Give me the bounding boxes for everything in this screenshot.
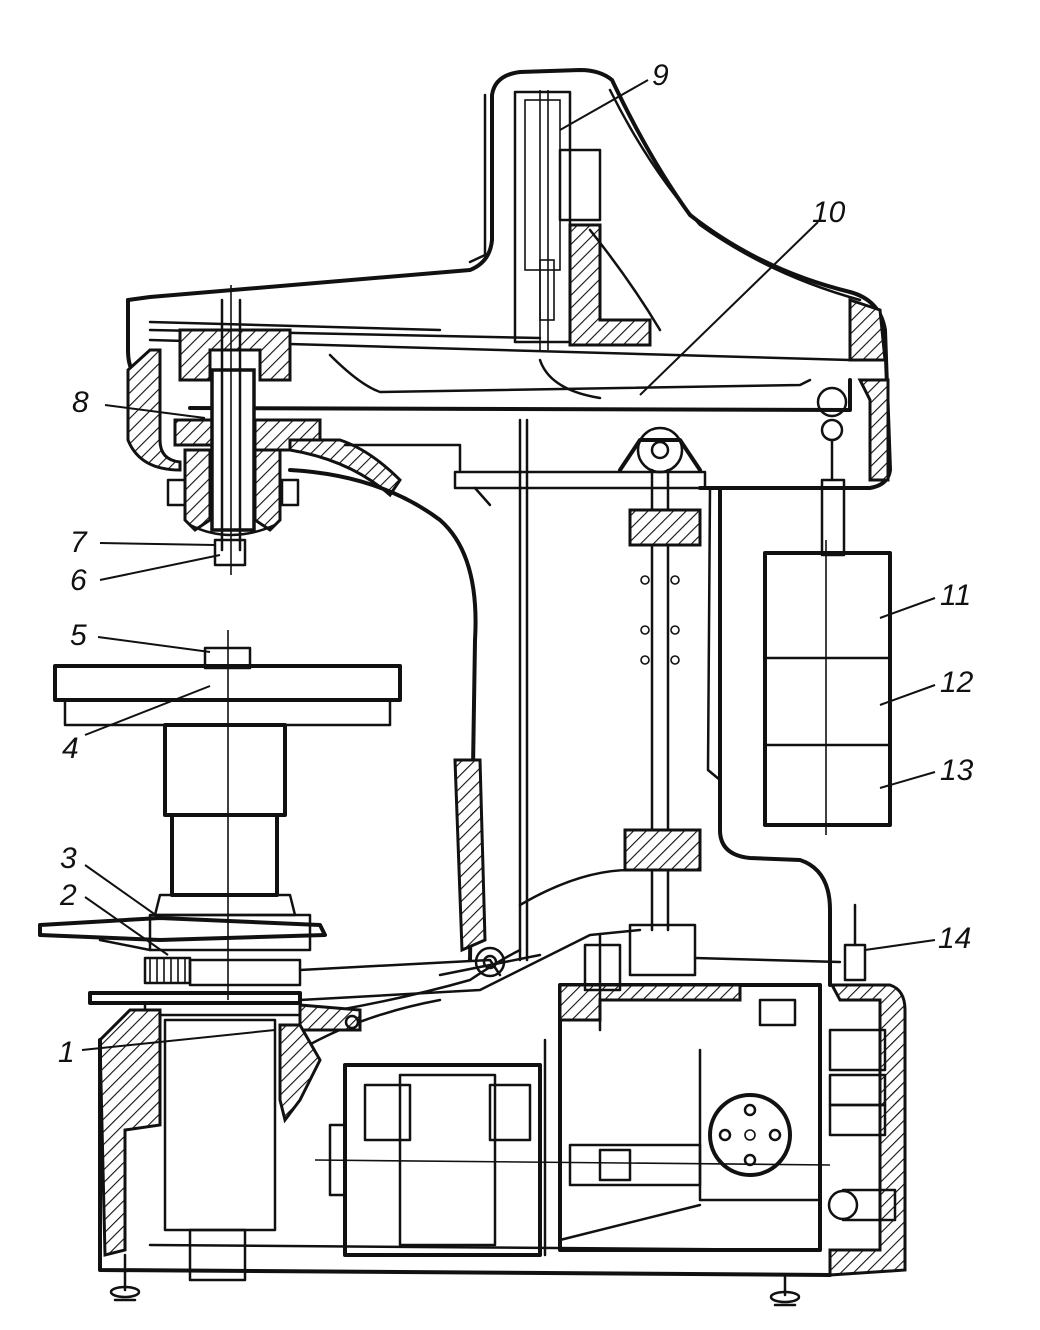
callout-1: 1 xyxy=(58,1036,75,1069)
lead-screw-assembly xyxy=(618,426,832,987)
callout-11: 11 xyxy=(940,579,971,612)
callout-10: 10 xyxy=(812,196,846,229)
drive-gear-belt xyxy=(88,868,642,1052)
spindle-head xyxy=(166,285,487,962)
callout-6: 6 xyxy=(70,564,87,597)
callouts xyxy=(81,79,936,1051)
electric-motor xyxy=(314,1063,831,1257)
gearbox xyxy=(543,903,897,1257)
callout-5: 5 xyxy=(70,619,87,652)
callout-3: 3 xyxy=(60,842,77,875)
top-housing xyxy=(126,68,892,557)
work-table xyxy=(38,630,402,1000)
callout-12: 12 xyxy=(940,666,974,699)
callout-8: 8 xyxy=(72,386,89,419)
central-column xyxy=(343,418,707,962)
weights-stack xyxy=(763,540,892,835)
callout-13: 13 xyxy=(940,754,974,787)
callout-2: 2 xyxy=(59,879,77,912)
callout-9: 9 xyxy=(652,59,669,92)
callout-7: 7 xyxy=(70,526,88,559)
callout-4: 4 xyxy=(62,732,79,765)
callout-14: 14 xyxy=(938,922,971,955)
